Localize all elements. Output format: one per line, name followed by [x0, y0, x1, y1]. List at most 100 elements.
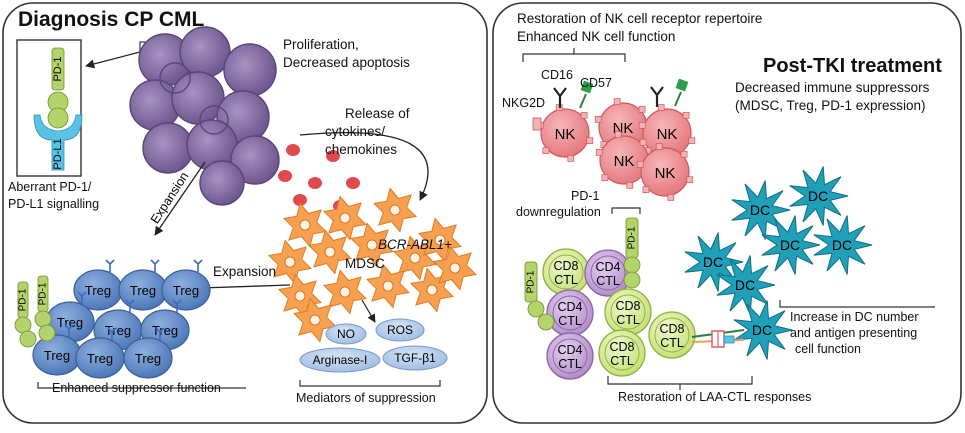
dc-cell [789, 166, 849, 226]
dc-cell [731, 180, 791, 240]
nk-label: NK [614, 153, 635, 170]
nk-receptor [680, 150, 688, 158]
mediators-caption: Mediators of suppression [296, 391, 436, 405]
release-arrow [299, 132, 429, 201]
pd1-down-line1: PD-1 [571, 189, 600, 203]
nk-receptor [595, 148, 603, 156]
treg-label: Treg [135, 351, 161, 366]
bcr-abl-label: BCR-ABL1+ [378, 237, 452, 252]
mediator-no-label: NO [337, 327, 355, 341]
mdsc-cluster [267, 187, 478, 343]
dc-increase-line2: and antigen presenting [790, 326, 918, 340]
cd4-label: CD4 [557, 343, 582, 357]
pd1-bar [51, 47, 65, 91]
cd57-receptor [580, 80, 594, 94]
nk-receptor [542, 147, 550, 155]
nk-receptor [614, 131, 622, 138]
cd8-label: CD8 [615, 299, 640, 313]
mediators [299, 318, 448, 373]
nk-receptor [638, 121, 646, 129]
cd57-label: CD57 [580, 76, 612, 90]
enhanced-suppressor-label: Enhanced suppressor function [52, 381, 221, 395]
zoom-arrow [85, 51, 141, 69]
cd4-label: CD4 [595, 260, 620, 274]
pd1-down-line2: downregulation [516, 205, 601, 219]
aberrant-line2: PD-L1 signalling [8, 197, 100, 211]
dc-cell [813, 215, 873, 275]
left-panel-title: Diagnosis CP CML [18, 8, 205, 31]
nk-receptor [655, 143, 663, 150]
nkg2d-receptor [532, 117, 542, 131]
nk-receptor [657, 104, 665, 111]
dc-label: DC [750, 202, 770, 218]
cd16-receptor [553, 87, 567, 108]
treg-label: Treg [57, 315, 83, 330]
pd1-ball [47, 107, 69, 129]
pdl1-inset-label: PD-L1 [52, 138, 64, 169]
nk-receptor [638, 105, 646, 113]
dc-label: DC [780, 237, 800, 253]
ctl-label: CTL [616, 313, 640, 327]
ctl-label: CTL [610, 354, 634, 368]
cd57-stem [579, 93, 587, 109]
nk-receptor [682, 111, 690, 119]
mediator-arginase-label: Arginase-I [313, 353, 368, 367]
treg-label: Treg [85, 283, 111, 298]
nk-receptor [613, 98, 621, 105]
dc-label: DC [752, 322, 772, 338]
cd8-ctl-cell [648, 311, 696, 359]
treg-receptor [105, 259, 115, 272]
mdsc-nucleus [299, 219, 311, 231]
restoration-nk-line1: Restoration of NK cell receptor repertoi… [517, 11, 763, 26]
pdl1-receptor [33, 114, 83, 171]
dc-label: DC [808, 188, 828, 204]
cd8-label: CD8 [609, 340, 634, 354]
ctl-cluster: CD8CTLCD4CTLCD4CTLCD8CTLCD4CTLCD8CTLCD8C… [542, 248, 696, 380]
decreased-line1: Decreased immune suppressors [735, 80, 930, 95]
mediator-tgf-label: TGF-β1 [394, 351, 436, 365]
nk-label: NK [655, 165, 676, 182]
ctl-label: CTL [660, 336, 684, 350]
ctl-nucleus [610, 294, 646, 330]
nk-receptor [580, 111, 588, 119]
nk-receptor [686, 176, 694, 184]
treg-receptor [64, 324, 74, 337]
cd8-label: CD8 [553, 259, 578, 273]
mdsc-nucleus [426, 284, 438, 296]
ctl-nucleus [654, 317, 690, 353]
ctl-pd1-label: PD-1 [627, 226, 638, 249]
treg-label: Treg [44, 348, 70, 363]
restoration-laa-label: Restoration of LAA-CTL responses [618, 390, 812, 404]
mediators-bracket [299, 380, 441, 387]
mdsc-nucleus [409, 252, 421, 264]
dc-increase-line1: Increase in DC number [790, 310, 919, 324]
treg-cell [123, 337, 173, 379]
expansion-arrow-diag [154, 161, 206, 236]
ctl-label: CTL [558, 357, 582, 371]
ctl-label: CTL [558, 314, 582, 328]
mdsc-nucleus [366, 239, 378, 251]
mdsc-nucleus [339, 286, 351, 298]
mediator-tgf [382, 345, 448, 371]
mediator-ros [375, 318, 425, 342]
treg-receptor [172, 299, 182, 312]
nk-cell [540, 108, 590, 158]
ctl-nucleus [590, 255, 626, 291]
nk-receptor [594, 115, 602, 123]
restoration-nk-line2: Enhanced NK cell function [517, 29, 676, 44]
proliferation-line2: Decreased apoptosis [283, 55, 410, 70]
mediator-no [325, 323, 367, 345]
treg-receptor [77, 291, 87, 304]
treg-pd1-label: PD-1 [18, 288, 29, 311]
ctl-nucleus [552, 338, 588, 374]
decreased-line2: (MDSC, Treg, PD-1 expression) [735, 98, 926, 113]
nk-receptor [688, 137, 696, 145]
mediator-ros-label: ROS [387, 323, 413, 337]
cd4-label: CD4 [557, 300, 582, 314]
dc-bracket [779, 300, 935, 308]
treg-pd1-label: PD-1 [38, 282, 49, 305]
ctl-nucleus [604, 335, 640, 371]
ctl-nucleus [552, 295, 588, 331]
